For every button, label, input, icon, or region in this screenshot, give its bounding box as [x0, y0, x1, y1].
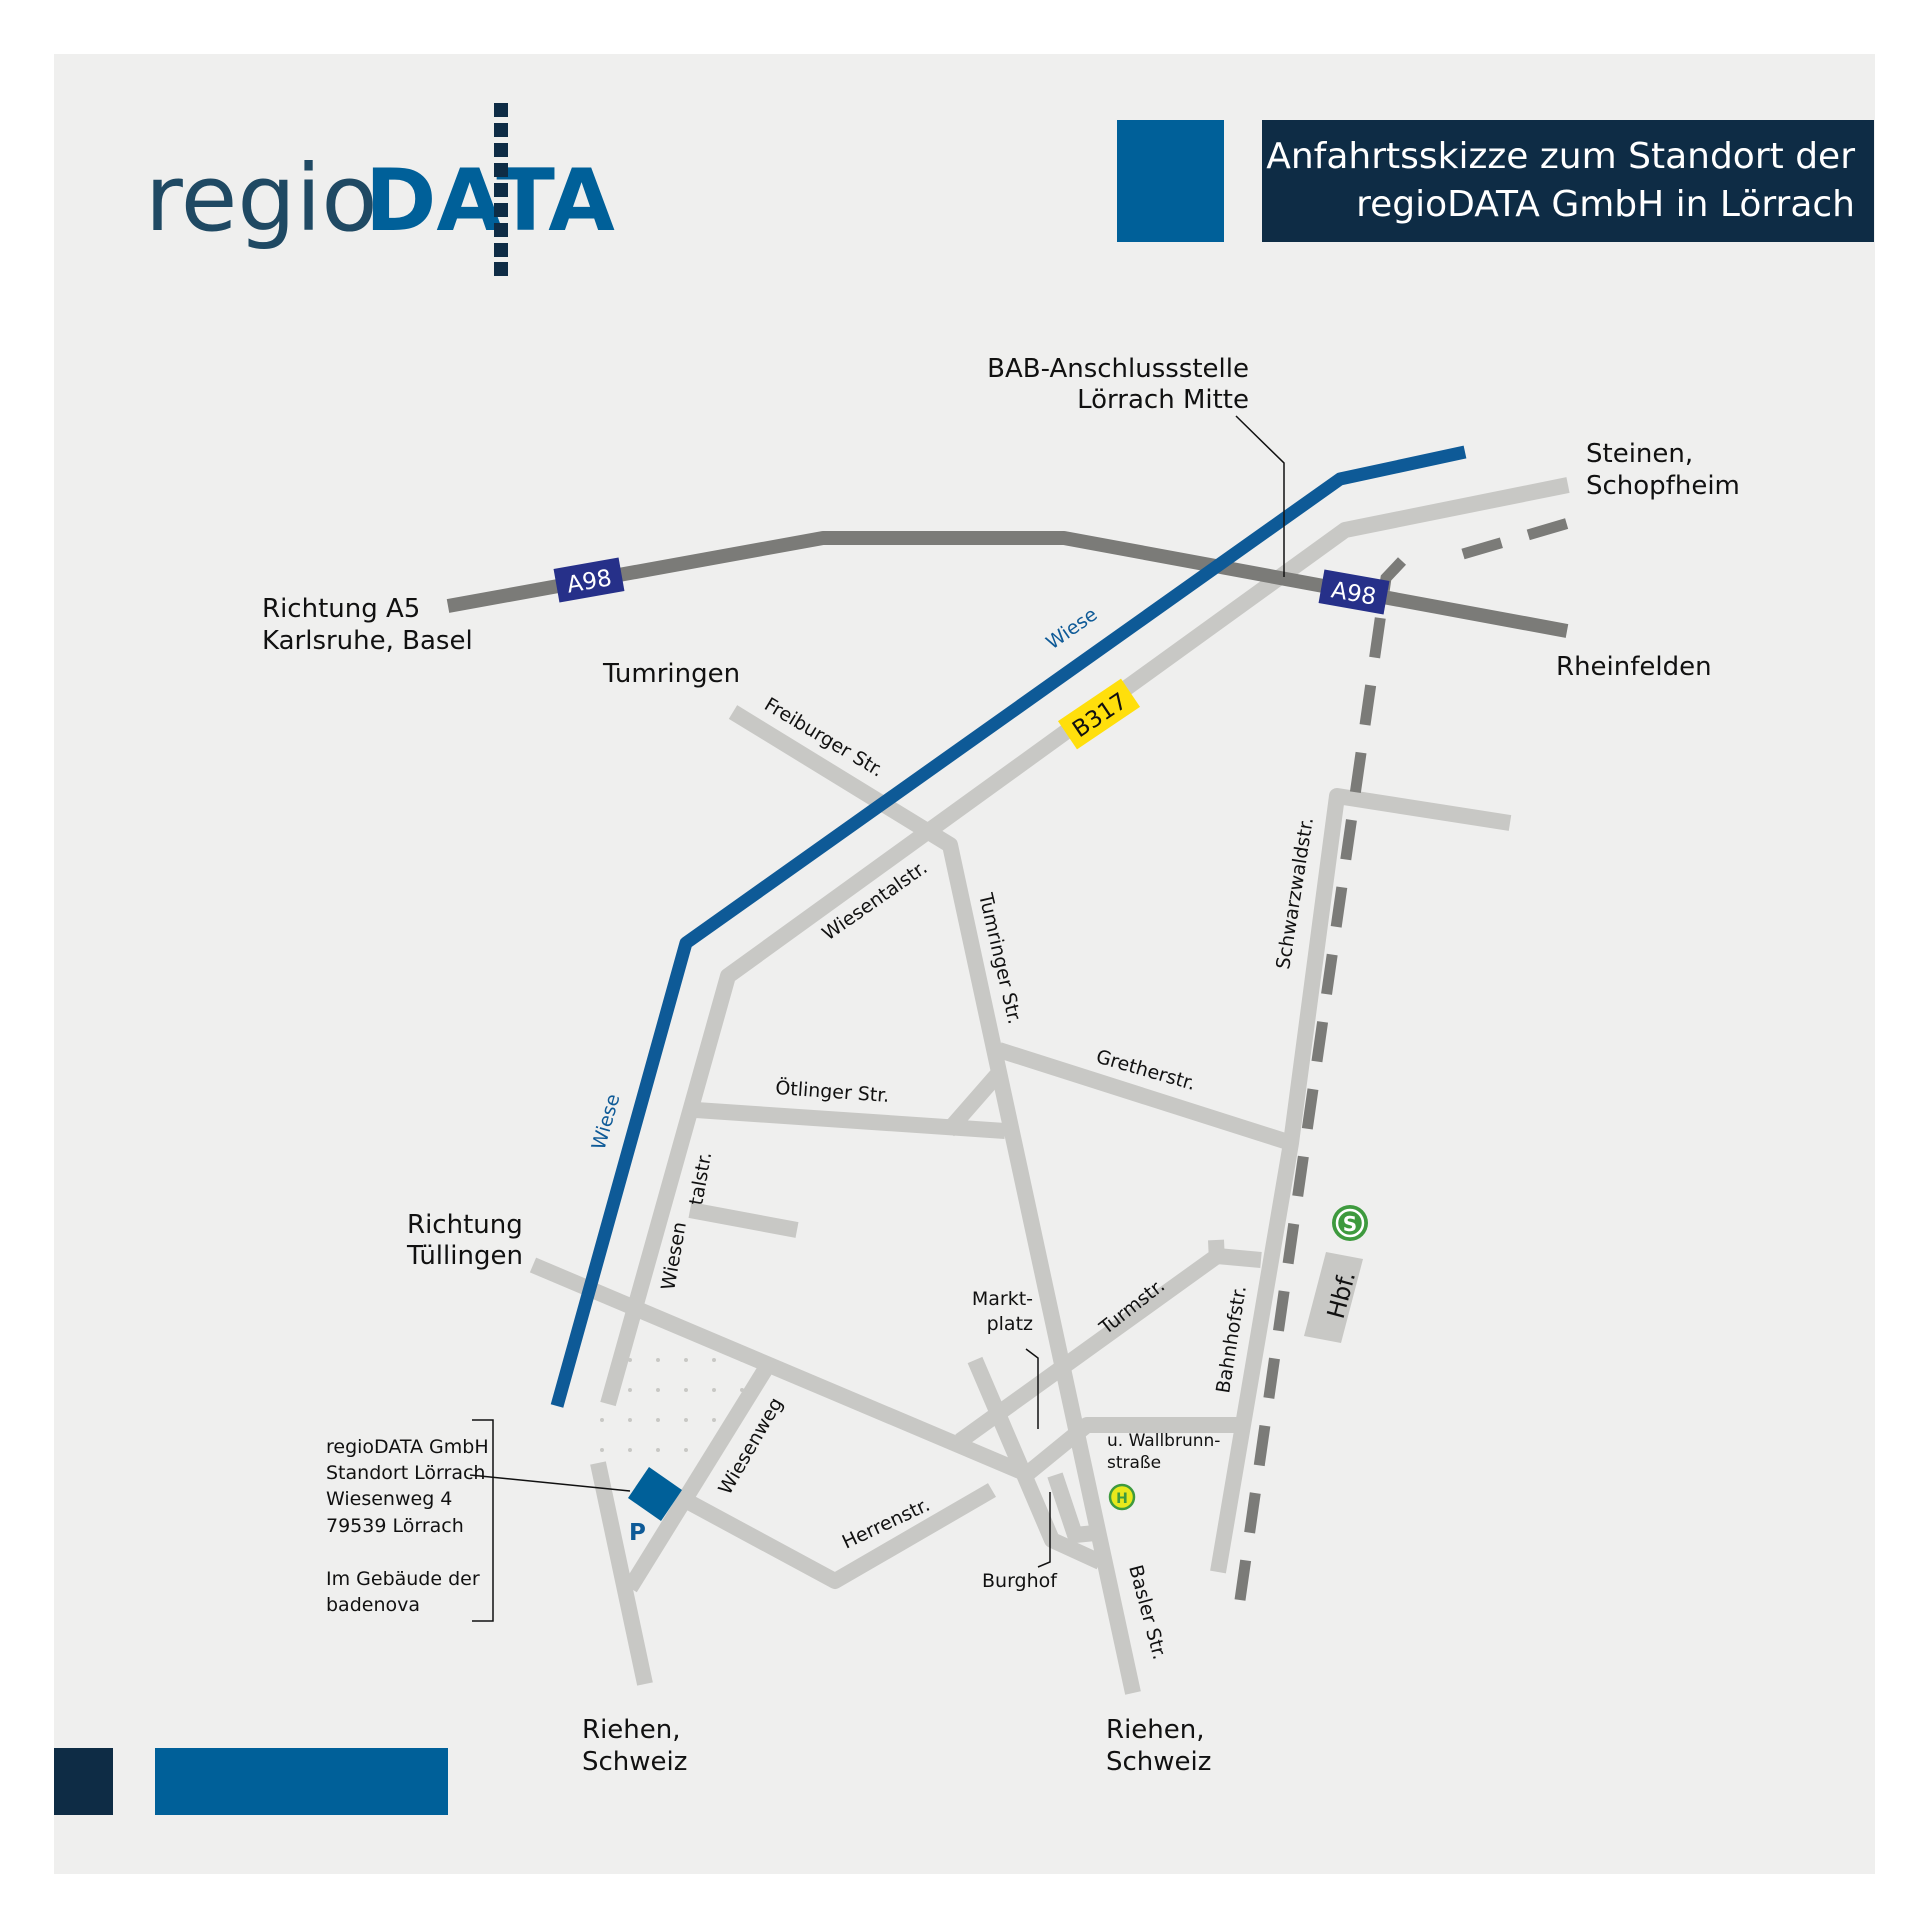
footer-dark-block — [54, 1748, 113, 1815]
road-freiburger-tumringer-basler — [728, 705, 1141, 1695]
regiodata-building-marker — [628, 1467, 682, 1521]
road-b317-wiesentalstr — [600, 477, 1570, 1407]
regiodata-logo: regio DATA — [145, 103, 615, 276]
road-wiesenweg — [623, 1360, 775, 1593]
road-wallbrunn — [1021, 1417, 1240, 1481]
parking-icon: P — [629, 1520, 646, 1546]
header-accent-block — [1117, 120, 1224, 242]
address-bracket — [472, 1419, 494, 1622]
logo-dash-mark — [494, 103, 508, 276]
road-turmstr-stub — [1208, 1239, 1225, 1263]
label-riehen-west-line1: Riehen, — [582, 1715, 681, 1745]
label-bab-line2: Lörrach Mitte — [1077, 385, 1249, 415]
road-oetlinger-link — [941, 1069, 1004, 1137]
road-herrenstr — [681, 1483, 997, 1589]
a98-badge-east: A98 — [1318, 569, 1390, 615]
a98-badge-west: A98 — [553, 557, 625, 603]
header-title-line1: Anfahrtsskizze zum Standort der — [1266, 136, 1855, 177]
road-burghof-stub — [1047, 1472, 1096, 1543]
logo-regio-text: regio — [145, 145, 378, 252]
address-line4: 79539 Lörrach — [326, 1515, 464, 1537]
address-line6: badenova — [326, 1594, 420, 1616]
label-riehen-east-line2: Schweiz — [1106, 1747, 1211, 1777]
railway-line — [1234, 516, 1574, 1601]
label-richtung-a5-line2: Karlsruhe, Basel — [262, 626, 473, 656]
label-wallbrunnstr-line2: straße — [1107, 1453, 1161, 1473]
pedestrian-area-dots — [600, 1358, 744, 1452]
label-tuellingen-line1: Richtung — [407, 1210, 523, 1240]
label-bab-line1: BAB-Anschlussstelle — [987, 354, 1249, 384]
burghof-leader-line — [1037, 1492, 1051, 1568]
address-line5: Im Gebäude der — [326, 1568, 480, 1590]
marktplatz-leader-line — [1025, 1348, 1039, 1429]
label-rheinfelden: Rheinfelden — [1556, 652, 1712, 682]
svg-text:H: H — [1116, 1491, 1128, 1507]
road-gretherstr — [996, 1042, 1294, 1151]
header-title-line2: regioDATA GmbH in Lörrach — [1356, 184, 1855, 225]
label-wallbrunnstr-line1: u. Wallbrunn- — [1107, 1431, 1220, 1451]
label-steinen-line1: Steinen, — [1586, 439, 1693, 469]
river-wiese — [550, 445, 1467, 1408]
label-burghof: Burghof — [982, 1570, 1058, 1592]
header-title-box — [1262, 120, 1874, 242]
address-line2: Standort Lörrach — [326, 1462, 485, 1484]
bus-stop-icon: H — [1108, 1483, 1136, 1511]
hbf-platform — [1304, 1252, 1363, 1343]
road-schwarzwald-bahnhofstr — [1210, 788, 1512, 1574]
svg-text:S: S — [1343, 1212, 1357, 1236]
label-steinen-line2: Schopfheim — [1586, 471, 1740, 501]
label-riehen-west-line2: Schweiz — [582, 1747, 687, 1777]
label-tumringen: Tumringen — [602, 659, 740, 689]
sbahn-icon: S — [1332, 1205, 1368, 1241]
road-south-riehen — [590, 1461, 653, 1686]
label-marktplatz-line1: Markt- — [972, 1288, 1033, 1310]
label-richtung-a5-line1: Richtung A5 — [262, 594, 420, 624]
address-line1: regioDATA GmbH — [326, 1436, 489, 1458]
address-block: regioDATA GmbH Standort Lörrach Wiesenwe… — [326, 1436, 489, 1616]
label-riehen-east-line1: Riehen, — [1106, 1715, 1205, 1745]
address-line3: Wiesenweg 4 — [326, 1488, 452, 1510]
logo-data-text: DATA — [365, 151, 615, 251]
footer-blue-block — [155, 1748, 448, 1815]
label-tuellingen-line2: Tüllingen — [406, 1241, 523, 1271]
road-tuellingen — [529, 1257, 1031, 1482]
label-marktplatz-line2: platz — [987, 1313, 1033, 1335]
address-leader-line — [469, 1474, 631, 1492]
road-burghof — [967, 1356, 1104, 1570]
motorway-a98 — [446, 531, 1569, 638]
road-wiesen-spur — [688, 1202, 799, 1238]
local-roads — [529, 477, 1570, 1695]
bab-leader-line — [1235, 415, 1285, 577]
map-background — [54, 54, 1875, 1874]
